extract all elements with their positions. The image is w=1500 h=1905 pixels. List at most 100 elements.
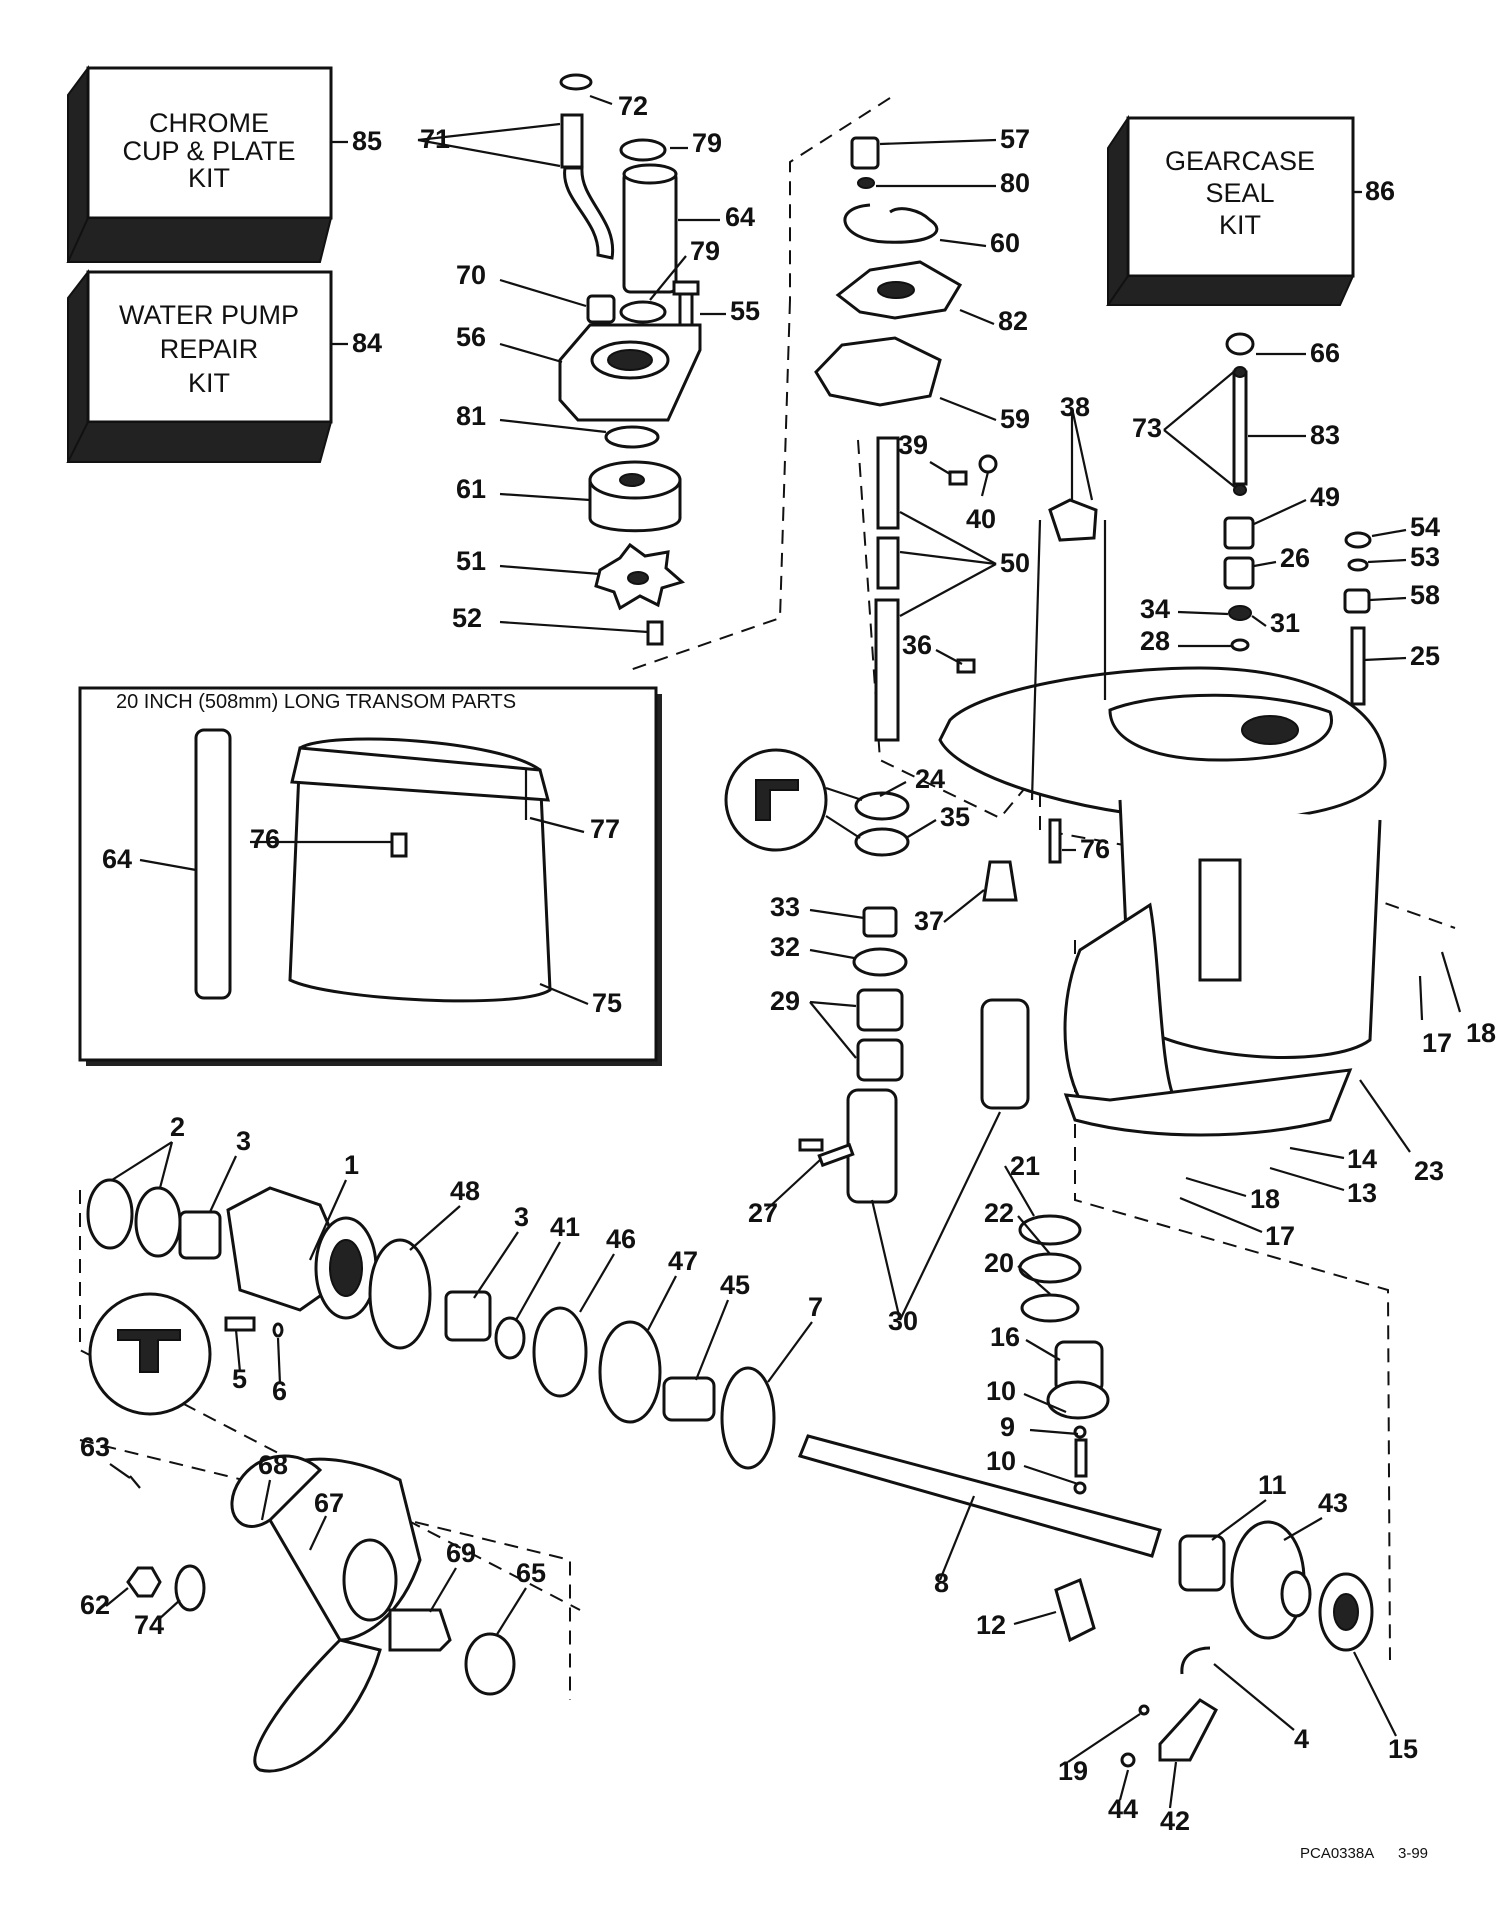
callout-c12: 12 bbox=[976, 1610, 1006, 1640]
kit-gearcase-line2: SEAL bbox=[1205, 178, 1274, 208]
callout-c40: 40 bbox=[966, 504, 996, 534]
callout-c35: 35 bbox=[940, 802, 970, 832]
callout-c84: 84 bbox=[352, 328, 382, 358]
driveshaft-bearings bbox=[724, 748, 1062, 1082]
callout-c8: 8 bbox=[934, 1568, 949, 1598]
kit-pump-line2: REPAIR bbox=[160, 334, 259, 364]
callout-c45: 45 bbox=[720, 1270, 750, 1300]
callout-c61: 61 bbox=[456, 474, 486, 504]
callout-c67: 67 bbox=[314, 1488, 344, 1518]
callout-c70: 70 bbox=[456, 260, 486, 290]
callout-c2: 2 bbox=[170, 1112, 185, 1142]
callout-c48: 48 bbox=[450, 1176, 480, 1206]
kit-pump-line3: KIT bbox=[188, 368, 230, 398]
shift-rod-parts bbox=[1223, 332, 1372, 706]
callout-c75: 75 bbox=[592, 988, 622, 1018]
kit-box-gearcase-seal: GEARCASE SEAL KIT bbox=[1106, 114, 1362, 306]
callout-c26: 26 bbox=[1280, 543, 1310, 573]
callout-c49: 49 bbox=[1310, 482, 1340, 512]
callout-c42: 42 bbox=[1160, 1806, 1190, 1836]
callout-c76a: 76 bbox=[1080, 834, 1110, 864]
propshaft-assembly bbox=[86, 1142, 1374, 1768]
callout-c17b: 17 bbox=[1265, 1221, 1295, 1251]
callout-c18a: 18 bbox=[1466, 1018, 1496, 1048]
callout-c46: 46 bbox=[606, 1224, 636, 1254]
callout-c64a: 64 bbox=[725, 202, 755, 232]
callout-c25: 25 bbox=[1410, 641, 1440, 671]
callout-c72: 72 bbox=[618, 91, 648, 121]
kit-box-water-pump-repair: WATER PUMP REPAIR KIT bbox=[66, 269, 348, 463]
callout-c30: 30 bbox=[888, 1306, 918, 1336]
callout-c18b: 18 bbox=[1250, 1184, 1280, 1214]
callout-c3b: 3 bbox=[514, 1202, 529, 1232]
callout-c59: 59 bbox=[1000, 404, 1030, 434]
callout-c9: 9 bbox=[1000, 1412, 1015, 1442]
callout-c71: 71 bbox=[420, 124, 450, 154]
callout-c57: 57 bbox=[1000, 124, 1030, 154]
gearcase-housing bbox=[938, 498, 1387, 1137]
callout-c54: 54 bbox=[1410, 512, 1440, 542]
kit-gearcase-line3: KIT bbox=[1219, 210, 1261, 240]
callout-c52: 52 bbox=[452, 603, 482, 633]
callout-c16: 16 bbox=[990, 1322, 1020, 1352]
callout-c53: 53 bbox=[1410, 542, 1440, 572]
callout-c6: 6 bbox=[272, 1376, 287, 1406]
callout-c29: 29 bbox=[770, 986, 800, 1016]
callout-c79b: 79 bbox=[690, 236, 720, 266]
callout-c68: 68 bbox=[258, 1450, 288, 1480]
callout-c11: 11 bbox=[1258, 1470, 1287, 1500]
kit-chrome-line1: CHROME bbox=[149, 108, 269, 138]
long-transom-inset: 20 INCH (508mm) LONG TRANSOM PARTS bbox=[78, 686, 662, 1066]
callout-c83: 83 bbox=[1310, 420, 1340, 450]
callout-c20: 20 bbox=[984, 1248, 1014, 1278]
driveshaft-parts bbox=[814, 136, 998, 742]
callout-c73: 73 bbox=[1132, 413, 1162, 443]
callout-c5: 5 bbox=[232, 1364, 247, 1394]
callout-c33: 33 bbox=[770, 892, 800, 922]
callout-c22: 22 bbox=[984, 1198, 1014, 1228]
callout-c32: 32 bbox=[770, 932, 800, 962]
callout-c3a: 3 bbox=[236, 1126, 251, 1156]
callout-c37: 37 bbox=[914, 906, 944, 936]
callout-c69: 69 bbox=[446, 1538, 476, 1568]
leader-lines bbox=[105, 94, 1462, 1809]
callout-c80: 80 bbox=[1000, 168, 1030, 198]
kit-pump-line1: WATER PUMP bbox=[119, 300, 299, 330]
kit-chrome-line3: KIT bbox=[188, 163, 230, 193]
callout-c31: 31 bbox=[1270, 608, 1300, 638]
callout-c56: 56 bbox=[456, 322, 486, 352]
callout-c85: 85 bbox=[352, 126, 382, 156]
callout-c15: 15 bbox=[1388, 1734, 1418, 1764]
callout-c23: 23 bbox=[1414, 1156, 1444, 1186]
callout-c62: 62 bbox=[80, 1590, 110, 1620]
callout-c55: 55 bbox=[730, 296, 760, 326]
callout-c63: 63 bbox=[80, 1432, 110, 1462]
water-screens bbox=[798, 998, 1030, 1204]
callout-c28: 28 bbox=[1140, 626, 1170, 656]
water-pump-parts bbox=[558, 73, 702, 646]
callout-c58: 58 bbox=[1410, 580, 1440, 610]
callout-c50: 50 bbox=[1000, 548, 1030, 578]
callout-c21: 21 bbox=[1010, 1151, 1040, 1181]
callout-c43: 43 bbox=[1318, 1488, 1348, 1518]
callout-labels: 8584717279647970555681615152578060825939… bbox=[80, 91, 1496, 1836]
callout-c13: 13 bbox=[1347, 1178, 1377, 1208]
propeller-assembly bbox=[126, 1454, 516, 1773]
callout-c38: 38 bbox=[1060, 392, 1090, 422]
callout-c64b: 64 bbox=[102, 844, 132, 874]
callout-c51: 51 bbox=[456, 546, 486, 576]
callout-c14: 14 bbox=[1347, 1144, 1377, 1174]
callout-c7: 7 bbox=[808, 1292, 823, 1322]
inset-title: 20 INCH (508mm) LONG TRANSOM PARTS bbox=[116, 691, 516, 713]
callout-c17a: 17 bbox=[1422, 1028, 1452, 1058]
callout-c4: 4 bbox=[1294, 1724, 1309, 1754]
callout-c65: 65 bbox=[516, 1558, 546, 1588]
callout-c27: 27 bbox=[748, 1198, 778, 1228]
callout-c76b: 76 bbox=[250, 824, 280, 854]
figure-code: PCA0338A bbox=[1300, 1845, 1374, 1862]
callout-c36: 36 bbox=[902, 630, 932, 660]
callout-c79a: 79 bbox=[692, 128, 722, 158]
callout-c86: 86 bbox=[1365, 176, 1395, 206]
callout-c81: 81 bbox=[456, 401, 486, 431]
